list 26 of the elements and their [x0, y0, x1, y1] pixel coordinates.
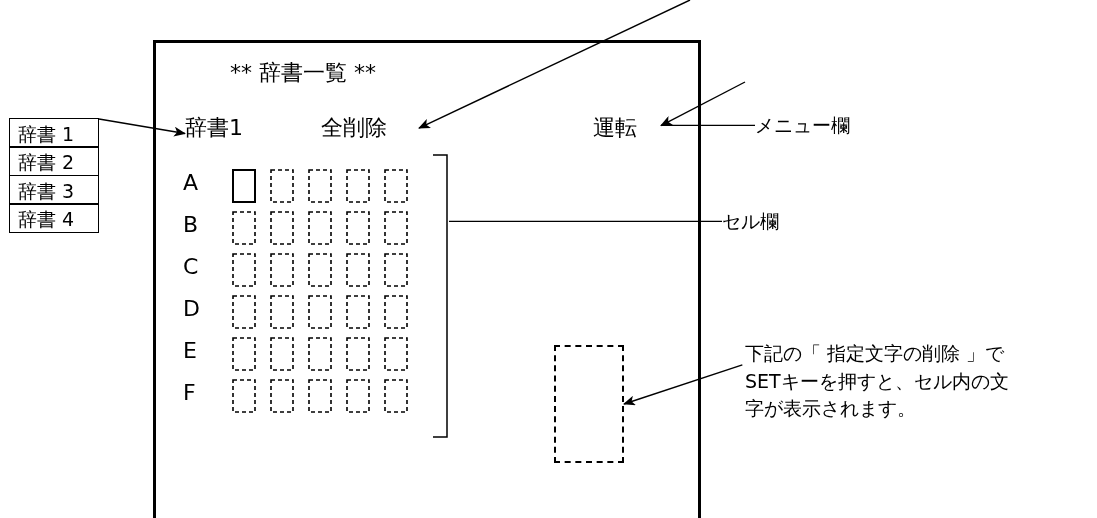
screen-title: ** 辞書一覧 ** — [230, 60, 376, 87]
leader-line — [448, 220, 723, 223]
note-text: 下記の「 指定文字の削除 」でSETキーを押すと、セル内の文字が表示されます。 — [745, 340, 1009, 423]
menu-item: 全削除 — [321, 115, 419, 142]
row-label: C — [183, 254, 199, 281]
row-label: B — [183, 212, 199, 239]
row-label: A — [183, 170, 199, 197]
leader-line — [660, 124, 756, 127]
list-item: 辞書 1 — [9, 117, 99, 148]
callout-label: セル欄 — [722, 210, 812, 233]
list-item: 辞書 3 — [9, 174, 99, 205]
arrow — [418, 0, 691, 129]
arrow — [623, 364, 744, 406]
row-label: E — [183, 338, 197, 365]
arrow — [660, 81, 746, 127]
callout-label: メニュー欄 — [755, 114, 885, 137]
cell-grid — [229, 153, 449, 439]
arrow — [98, 118, 186, 137]
menu-item: 辞書1 — [185, 115, 265, 142]
menu-item: 運転 — [593, 115, 661, 142]
row-label: F — [183, 380, 196, 407]
row-label: D — [183, 296, 200, 323]
list-item: 辞書 2 — [9, 146, 99, 176]
display-box — [554, 345, 624, 463]
list-item: 辞書 4 — [9, 203, 99, 233]
screen-frame — [153, 40, 701, 518]
